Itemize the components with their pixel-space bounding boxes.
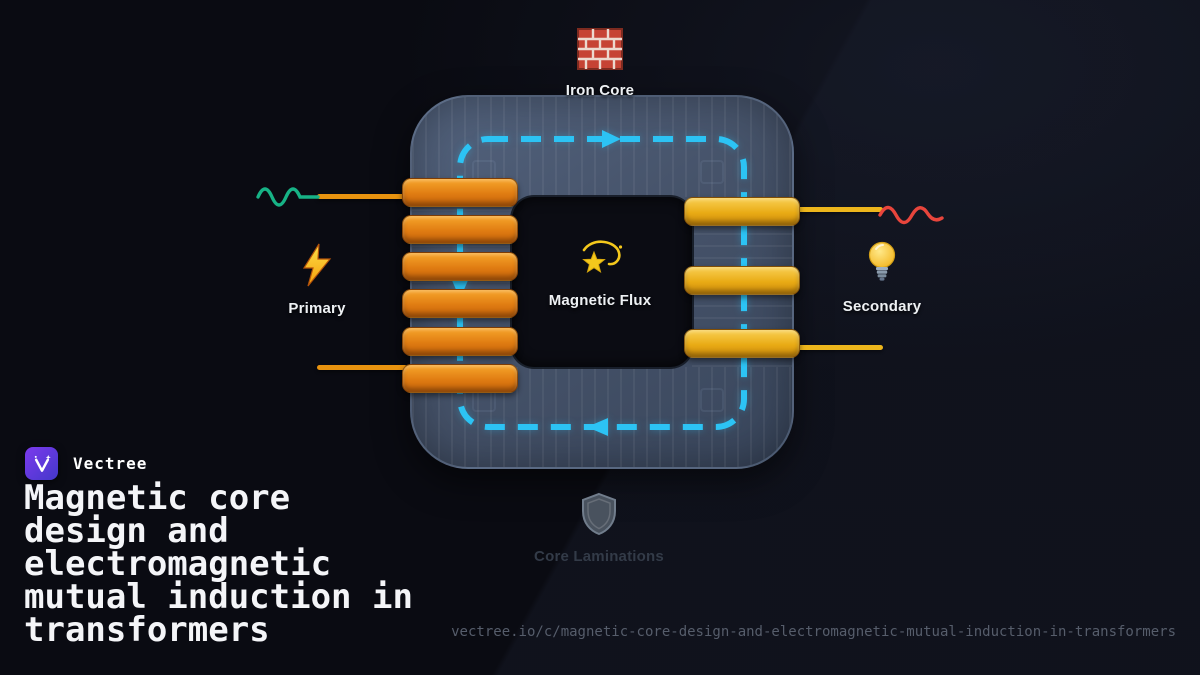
lamination-mark bbox=[472, 160, 496, 184]
brand-row: Vectree bbox=[25, 447, 147, 480]
vectree-logo-icon bbox=[34, 454, 51, 472]
shield-icon bbox=[582, 492, 616, 536]
iron-core-label: Iron Core bbox=[565, 82, 635, 99]
light-bulb-icon bbox=[868, 241, 896, 281]
primary-top-wire bbox=[317, 194, 407, 199]
core-laminations-group: Core Laminations bbox=[519, 492, 679, 565]
flux-arrow-left-icon bbox=[587, 418, 608, 436]
brick-wall-icon bbox=[577, 28, 623, 70]
lamination-mark bbox=[700, 160, 724, 184]
page-title: Magnetic core design and electromagnetic… bbox=[24, 478, 413, 650]
shooting-star-icon bbox=[582, 240, 623, 274]
secondary-bottom-wire bbox=[795, 345, 883, 350]
source-sine-wave-icon bbox=[256, 187, 320, 207]
lamination-mark bbox=[472, 388, 496, 412]
lightning-bolt-icon bbox=[302, 243, 332, 287]
magnetic-flux-group: Magnetic Flux bbox=[520, 238, 680, 309]
page-url: vectree.io/c/magnetic-core-design-and-el… bbox=[451, 624, 1176, 640]
secondary-label: Secondary bbox=[842, 298, 922, 315]
flux-arrow-right-icon bbox=[602, 130, 621, 148]
brand-name: Vectree bbox=[73, 454, 148, 473]
secondary-group: Secondary bbox=[822, 240, 942, 315]
vectree-logo bbox=[25, 447, 58, 480]
core-window bbox=[512, 197, 692, 367]
lamination-mark bbox=[700, 388, 724, 412]
flux-arrow-down-icon bbox=[451, 278, 469, 299]
primary-label: Primary bbox=[288, 300, 346, 317]
primary-group: Primary bbox=[257, 242, 377, 317]
load-sine-wave-icon bbox=[878, 205, 944, 225]
primary-bottom-wire bbox=[317, 365, 407, 370]
flux-arrow-up-icon bbox=[735, 267, 753, 287]
iron-core-group: Iron Core bbox=[520, 28, 680, 99]
core-laminations-label: Core Laminations bbox=[534, 548, 664, 565]
secondary-top-wire bbox=[795, 207, 883, 212]
magnetic-flux-label: Magnetic Flux bbox=[548, 292, 652, 309]
